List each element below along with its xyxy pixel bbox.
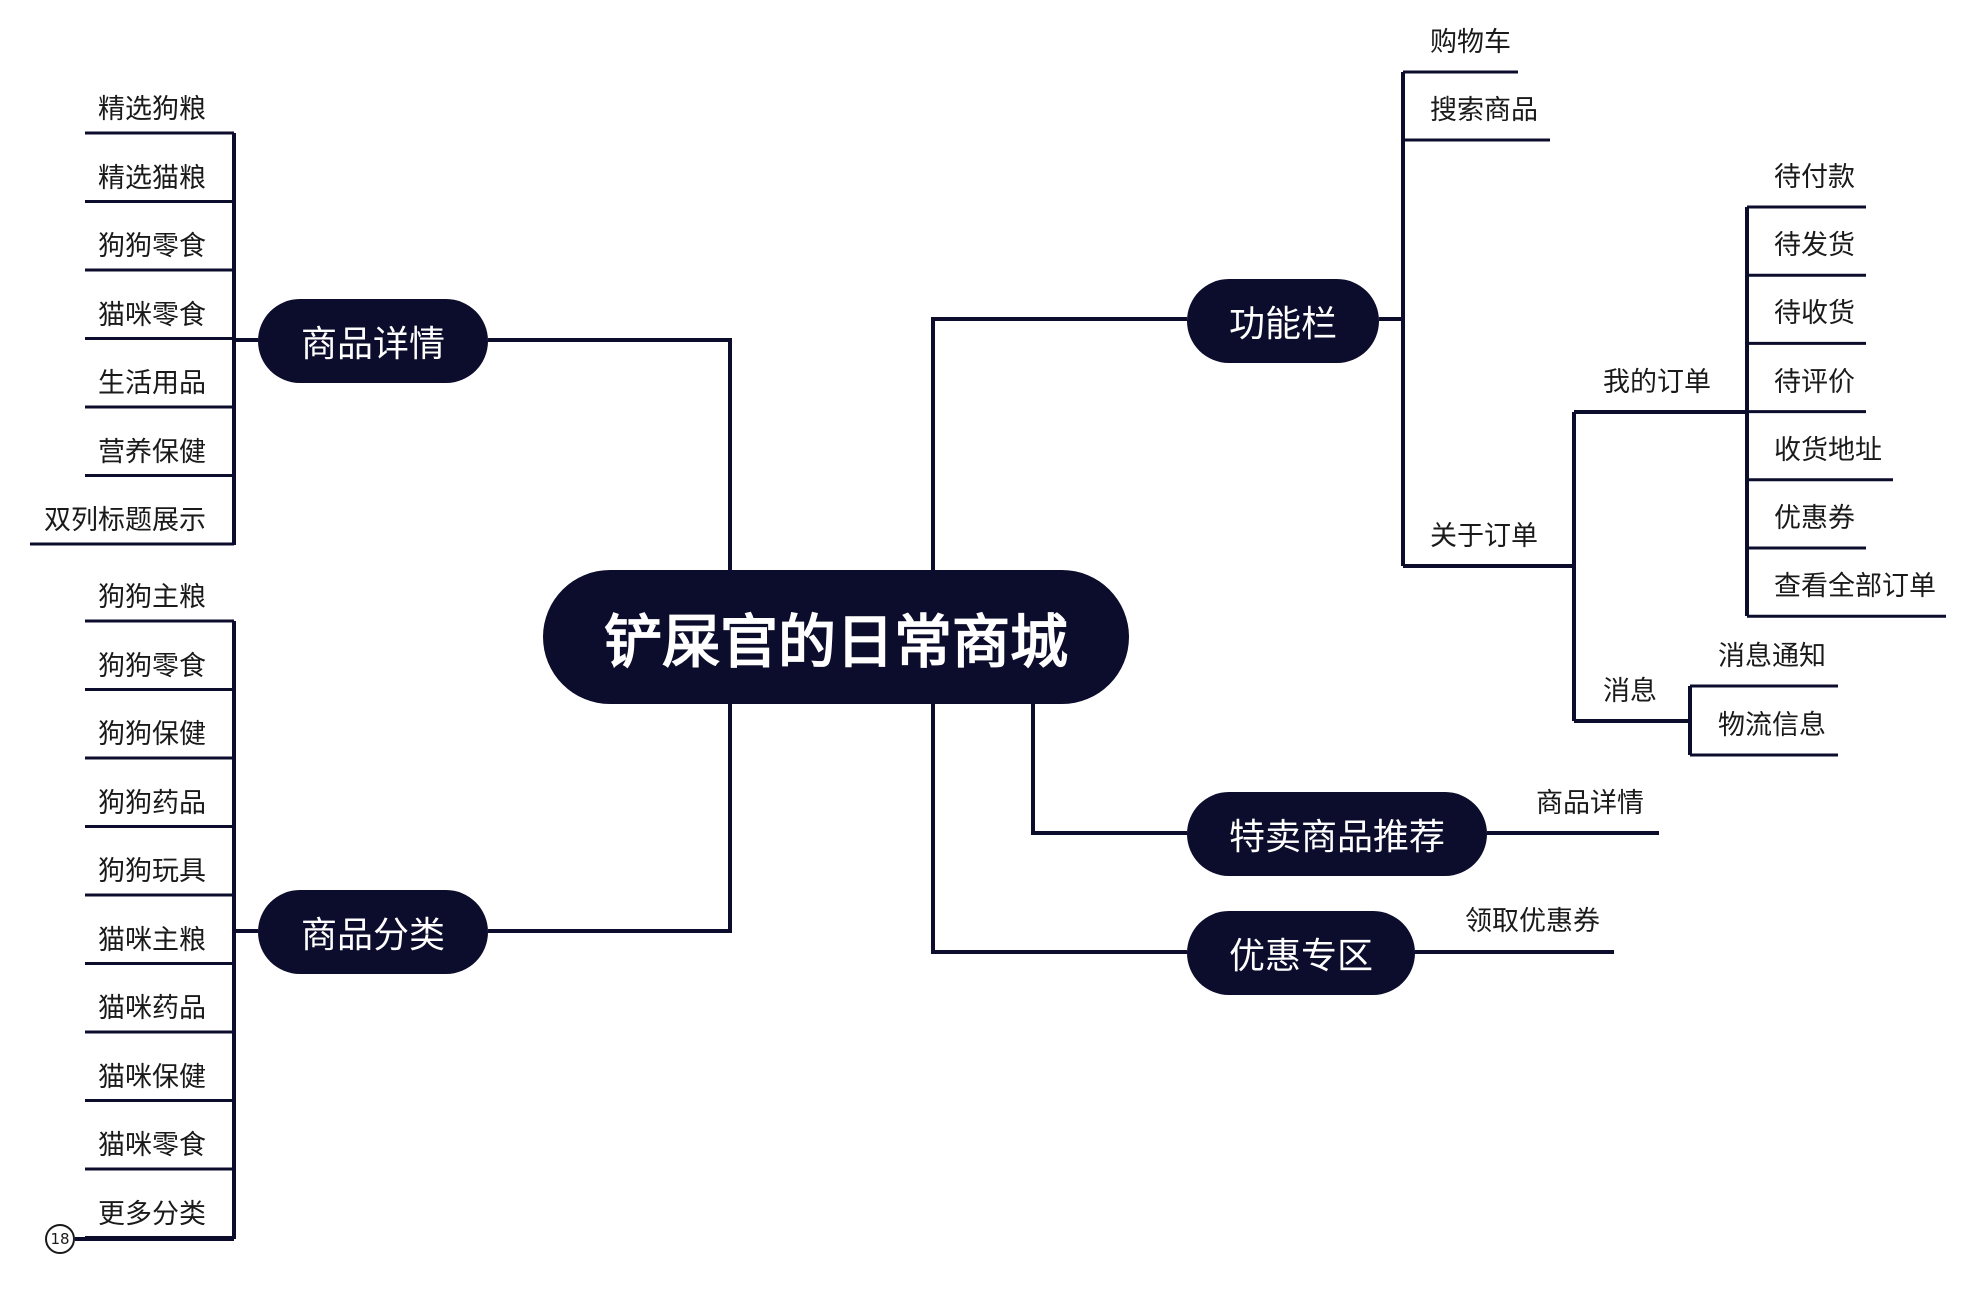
leaf-product-category-1[interactable]: 狗狗零食 [98,650,206,682]
node-messages[interactable]: 消息 [1603,676,1657,707]
leaf-product-category-5[interactable]: 猫咪主粮 [98,924,206,956]
leaf-product-detail-3[interactable]: 猫咪零食 [98,299,206,331]
line-root-to-promo [931,704,1187,954]
leaf-my-orders-6[interactable]: 查看全部订单 [1774,571,1936,603]
leaf-product-detail-1[interactable]: 精选猫粮 [98,162,206,194]
leaf-product-category-4[interactable]: 狗狗玩具 [98,856,206,887]
leaf-cart[interactable]: 购物车 [1430,27,1511,58]
collapsed-count-badge[interactable]: 18 [45,1224,75,1254]
branch-product-category[interactable]: 商品分类 [258,890,488,974]
leaf-flash-sale-0[interactable]: 商品详情 [1536,788,1644,819]
leaf-my-orders-1[interactable]: 待发货 [1774,230,1855,262]
leaf-promo-zone-0[interactable]: 领取优惠券 [1465,906,1600,937]
leaf-product-detail-4[interactable]: 生活用品 [98,368,206,399]
line-root-to-sale [1031,704,1187,835]
leaf-my-orders-2[interactable]: 待收货 [1774,298,1855,330]
line-root-to-spec [488,338,732,570]
line-root-to-func [931,317,1187,570]
branch-promo-zone[interactable]: 优惠专区 [1187,911,1415,995]
leaf-my-orders-4[interactable]: 收货地址 [1774,434,1882,466]
root-node[interactable]: 铲屎官的日常商城 [543,570,1129,704]
branch-product-detail[interactable]: 商品详情 [258,299,488,383]
leaf-product-detail-5[interactable]: 营养保健 [98,436,206,468]
branch-function-bar[interactable]: 功能栏 [1187,279,1379,363]
leaf-product-category-2[interactable]: 狗狗保健 [98,719,206,750]
leaf-product-category-6[interactable]: 猫咪药品 [98,993,206,1024]
leaf-product-category-3[interactable]: 狗狗药品 [98,787,206,819]
leaf-product-detail-2[interactable]: 狗狗零食 [98,231,206,262]
leaf-messages-0[interactable]: 消息通知 [1718,641,1826,672]
leaf-messages-1[interactable]: 物流信息 [1718,710,1826,741]
leaf-search[interactable]: 搜索商品 [1430,95,1538,126]
leaf-product-detail-0[interactable]: 精选狗粮 [98,94,206,125]
leaf-my-orders-3[interactable]: 待评价 [1774,366,1855,398]
leaf-my-orders-0[interactable]: 待付款 [1774,162,1855,193]
branch-flash-sale[interactable]: 特卖商品推荐 [1187,792,1487,876]
leaf-product-category-7[interactable]: 猫咪保健 [98,1061,206,1093]
leaf-product-category-0[interactable]: 狗狗主粮 [98,582,206,613]
leaf-product-detail-6[interactable]: 双列标题展示 [44,505,206,536]
node-my-orders[interactable]: 我的订单 [1603,367,1711,398]
node-about-orders[interactable]: 关于订单 [1430,521,1538,552]
leaf-my-orders-5[interactable]: 优惠券 [1774,503,1855,534]
leaf-product-category-9[interactable]: 更多分类 [98,1198,206,1230]
line-root-to-cat [488,704,732,933]
leaf-product-category-8[interactable]: 猫咪零食 [98,1130,206,1161]
